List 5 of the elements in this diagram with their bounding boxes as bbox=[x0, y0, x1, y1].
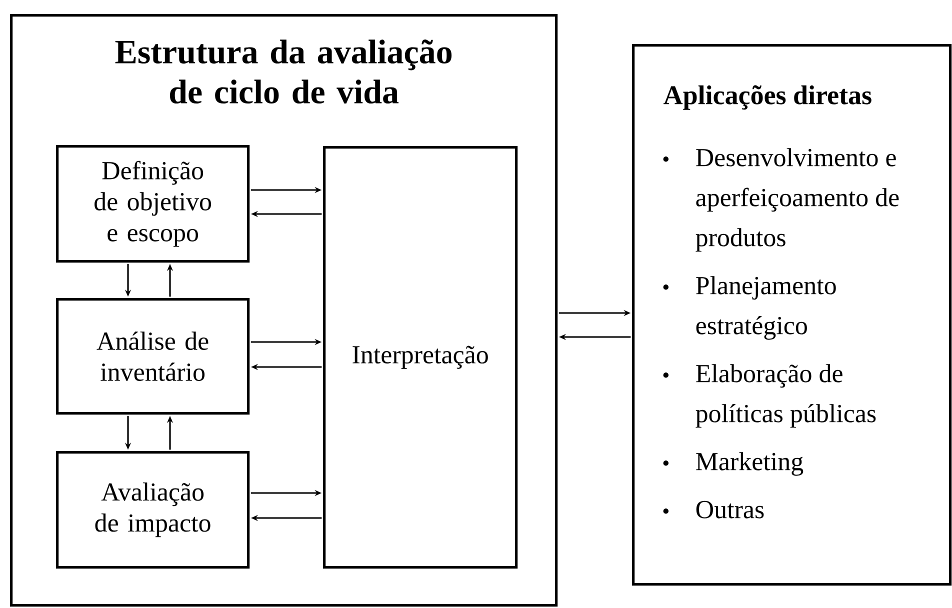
applications-box: Aplicações diretas Desenvolvimento e aperfeiçoamento de produtos Planejamento estratégico Elaboração de políticas públicas Marketing Outras bbox=[632, 44, 952, 586]
process-box: Definição de objetivo e escopo bbox=[56, 145, 250, 263]
process-box: Análise de inventário bbox=[56, 298, 250, 415]
process-box: Interpretação bbox=[323, 146, 518, 569]
process-box: Avaliação de impacto bbox=[56, 451, 250, 569]
